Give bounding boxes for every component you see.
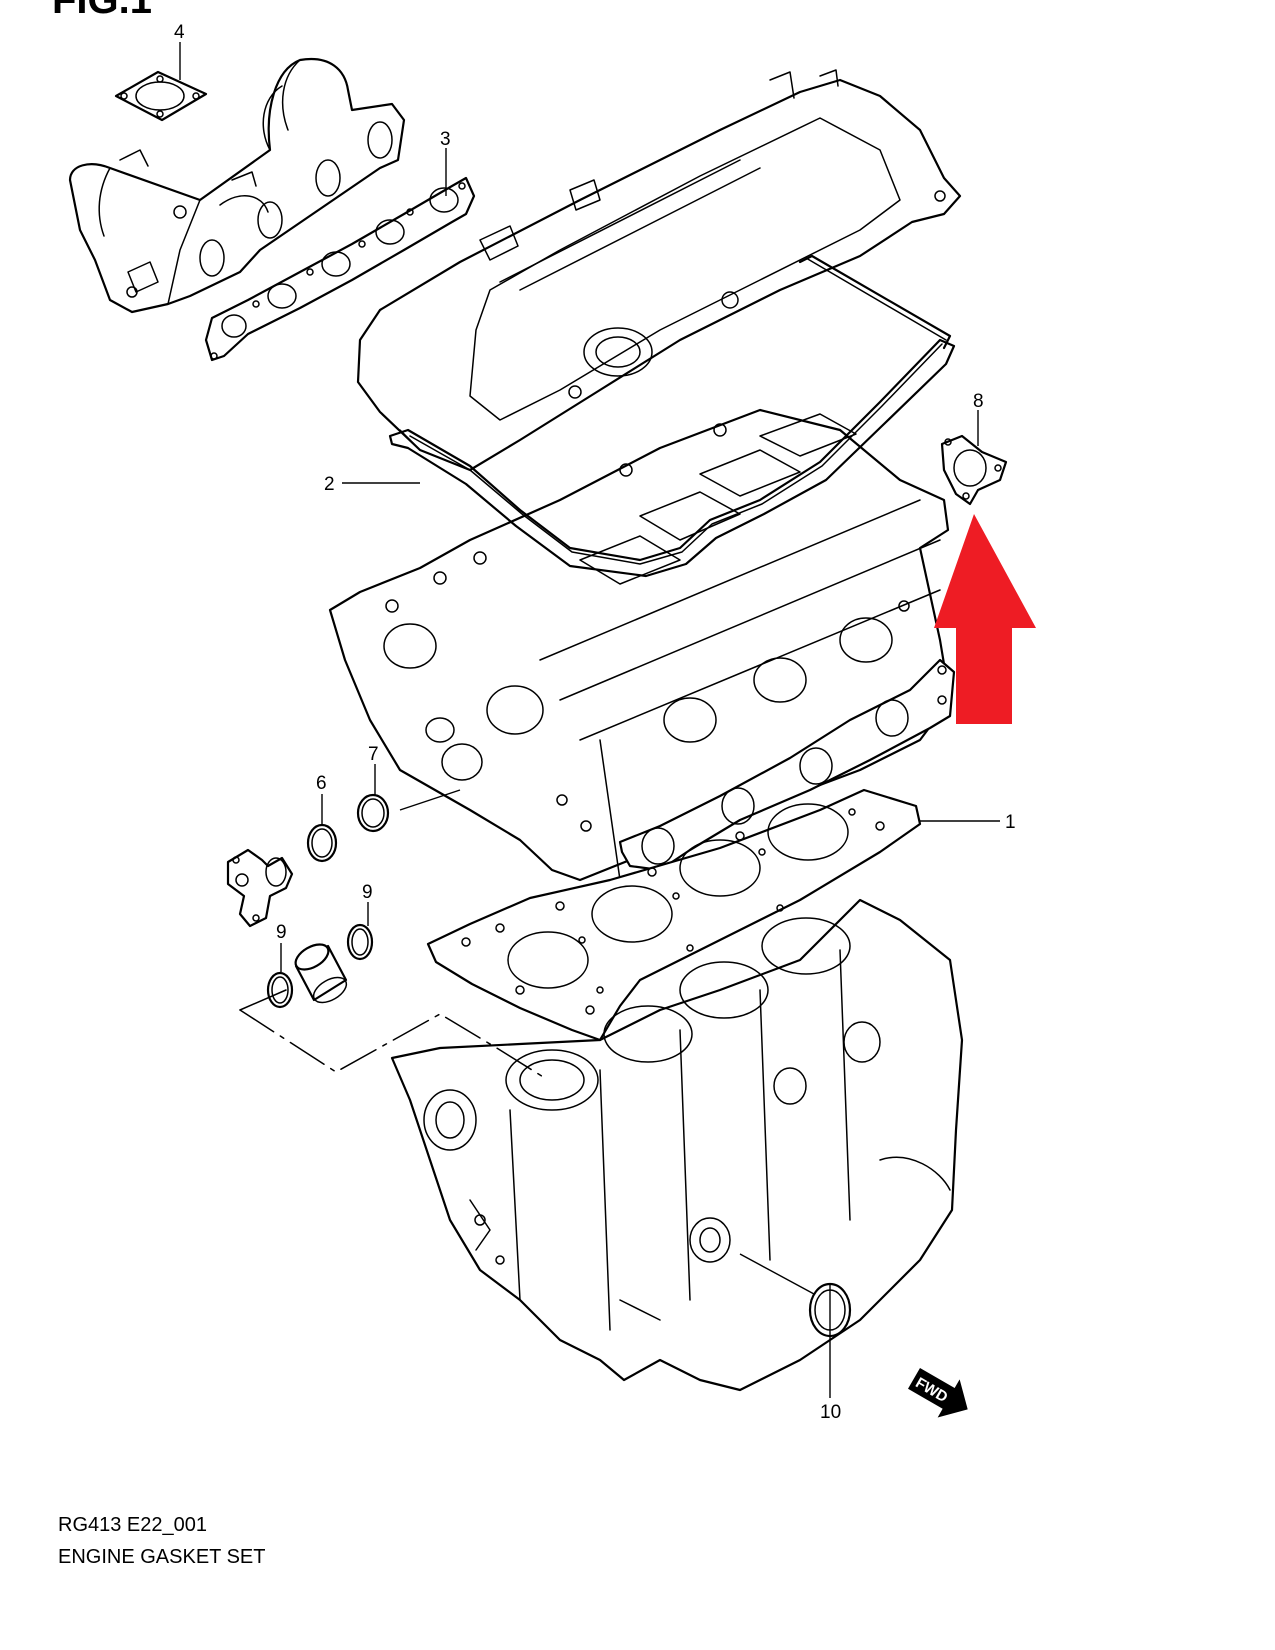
callout-8: 8: [973, 391, 984, 412]
callout-4: 4: [174, 22, 185, 43]
figure-title: FIG.1: [52, 0, 153, 22]
highlight-arrow: [934, 514, 1036, 724]
callout-2: 2: [324, 474, 335, 495]
part-2-head-cover-gasket[interactable]: [388, 254, 956, 578]
cylinder-block: [390, 898, 964, 1392]
dowel-guide-line: [239, 989, 549, 1081]
part-9b-o-ring[interactable]: [346, 923, 374, 961]
dowel-pipe: [294, 943, 348, 1004]
callout-9b: 9: [362, 882, 373, 903]
part-3-intake-manifold-gasket[interactable]: [204, 176, 476, 362]
callout-6: 6: [316, 773, 327, 794]
part-7-o-ring[interactable]: [356, 793, 390, 833]
intake-manifold: [68, 57, 406, 314]
leader-lines: [179, 42, 1000, 1398]
part-1-cylinder-head-gasket[interactable]: [426, 788, 922, 1042]
diagram-code: RG413 E22_001: [58, 1514, 208, 1536]
callout-9a: 9: [276, 922, 287, 943]
fwd-direction-badge: FWD: [908, 1368, 968, 1418]
part-6-o-ring[interactable]: [306, 823, 338, 863]
part-9a-o-ring[interactable]: [266, 971, 294, 1009]
callout-10: 10: [820, 1402, 841, 1423]
callout-labels: 4 3 2 8 1 6 7 9 9 10: [174, 22, 1016, 1423]
callout-7: 7: [368, 744, 379, 765]
callout-3: 3: [440, 129, 451, 150]
part-8-outlet-gasket[interactable]: [940, 434, 1008, 506]
part-4-throttle-gasket[interactable]: [114, 70, 208, 122]
thermostat-housing: [226, 848, 294, 928]
diagram-title: ENGINE GASKET SET: [58, 1546, 266, 1568]
cylinder-head-cover: [356, 69, 962, 472]
callout-1: 1: [1005, 812, 1016, 833]
